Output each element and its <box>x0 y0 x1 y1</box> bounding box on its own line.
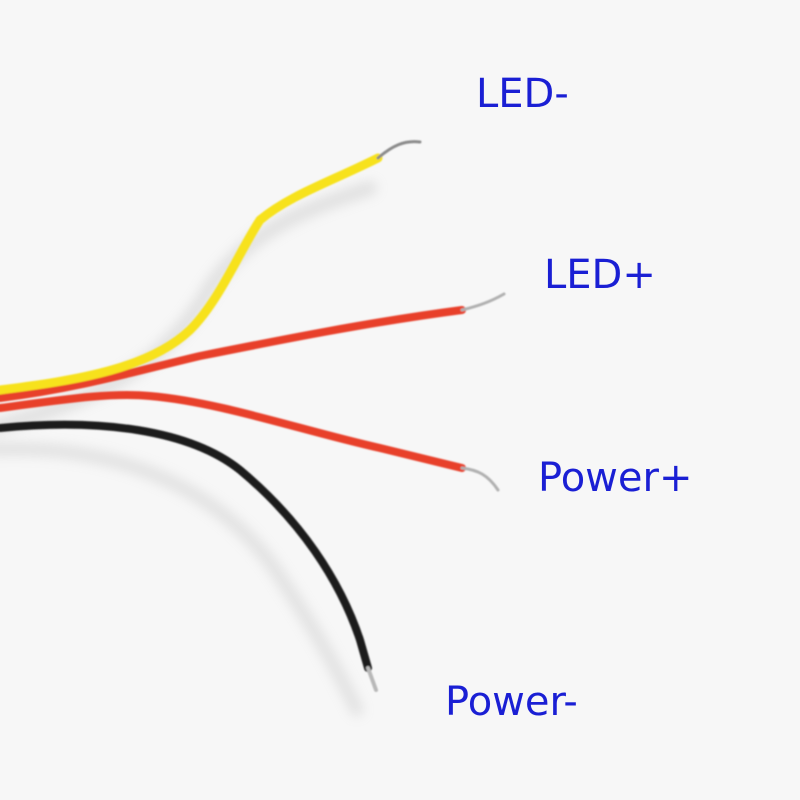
yellow-wire <box>0 153 383 395</box>
red-wire-led-plus <box>0 306 466 402</box>
black-wire <box>0 420 372 672</box>
label-led-minus: LED- <box>476 71 569 117</box>
label-power-minus: Power- <box>445 679 578 725</box>
red-wire-power-plus <box>0 390 466 472</box>
label-power-plus: Power+ <box>538 455 693 501</box>
label-led-plus: LED+ <box>544 252 656 298</box>
